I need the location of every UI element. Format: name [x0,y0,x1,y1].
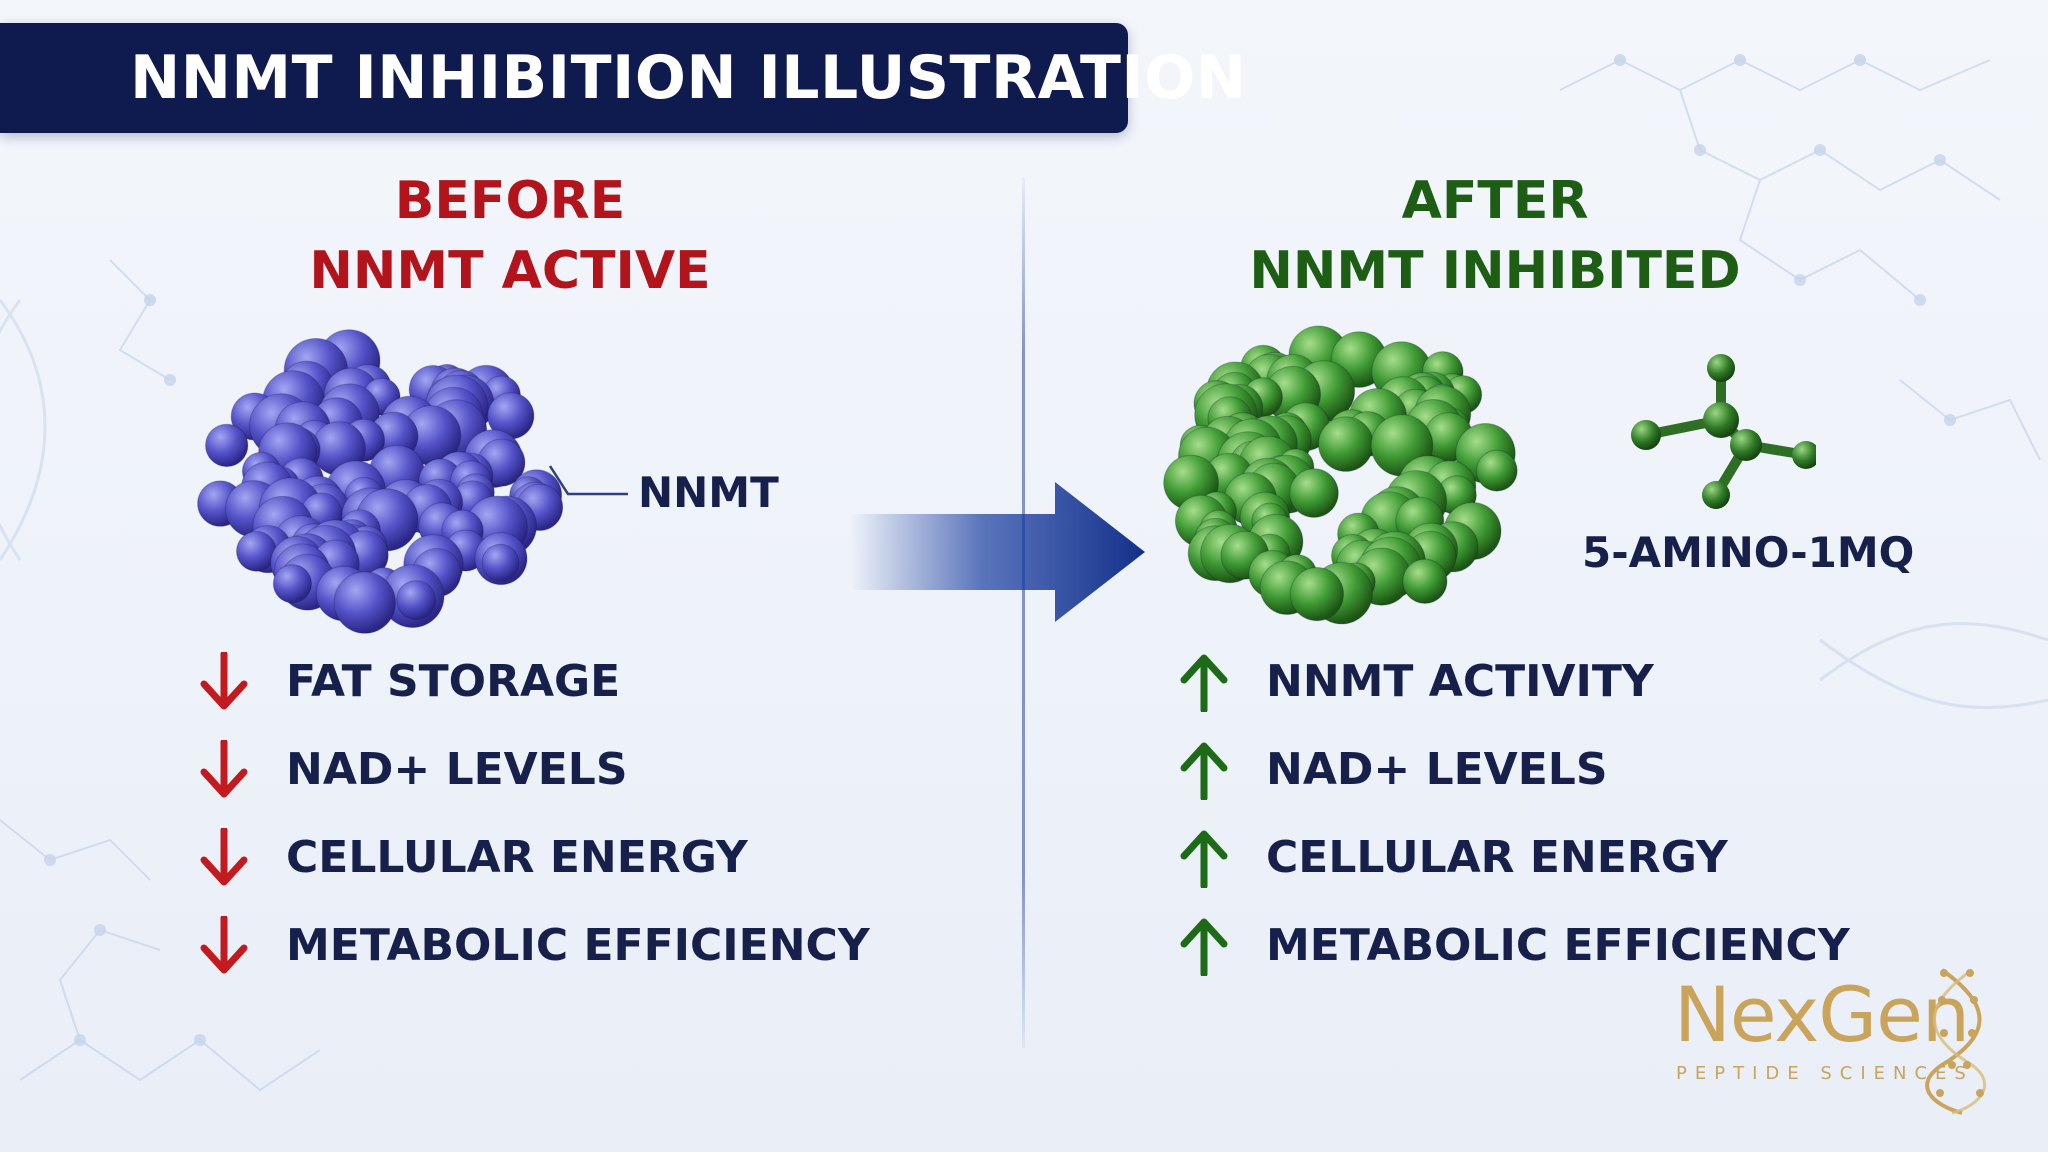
nexgen-logo: NexGen PEPTIDE SCIENCES [1660,965,2020,1125]
dna-helix-icon [1925,968,1986,1115]
list-item-label: NNMT ACTIVITY [1266,656,1654,707]
arrow-down-icon [200,828,248,886]
list-item-label: NAD+ LEVELS [1266,744,1608,795]
protein-sphere [396,580,437,621]
inhibitor-molecule-icon [1631,354,1816,509]
protein-sphere [481,543,520,582]
before-heading: BEFORE NNMT ACTIVE [260,166,760,306]
list-item-label: METABOLIC EFFICIENCY [286,920,870,971]
page-title: NNMT INHIBITION ILLUSTRATION [130,43,1247,113]
list-item-label: NAD+ LEVELS [286,744,628,795]
center-divider [1022,178,1025,1048]
logo-name: NexGen [1674,970,1970,1059]
protein-sphere [333,571,397,634]
after-heading: AFTER NNMT INHIBITED [1245,166,1745,306]
arrow-down-icon [200,740,248,798]
nnmt-callout-line [548,465,628,496]
logo-tagline: PEPTIDE SCIENCES [1676,1063,1974,1084]
nnmt-label: NNMT [638,468,779,517]
nnmt-active-protein-image [197,329,564,634]
arrow-up-icon [1180,918,1228,976]
arrow-down-icon [200,652,248,710]
arrow-down-icon [200,916,248,974]
protein-sphere [1318,416,1374,472]
protein-sphere [1289,468,1339,518]
after-heading-line1: AFTER [1401,171,1589,231]
transition-arrow-icon [850,482,1145,622]
before-heading-line2: NNMT ACTIVE [309,241,711,301]
protein-sphere [1289,567,1344,622]
arrow-up-icon [1180,830,1228,888]
nnmt-inhibited-protein-image [1163,325,1518,625]
list-item-label: CELLULAR ENERGY [286,832,748,883]
protein-sphere [272,564,313,604]
after-heading-line2: NNMT INHIBITED [1249,241,1741,301]
list-item-label: METABOLIC EFFICIENCY [1266,920,1850,971]
list-item-label: FAT STORAGE [286,656,621,707]
before-heading-line1: BEFORE [394,171,626,231]
title-banner: NNMT INHIBITION ILLUSTRATION [0,23,1246,133]
protein-sphere [1475,449,1518,492]
inhibitor-label: 5-AMINO-1MQ [1582,528,1915,577]
protein-sphere [1402,558,1448,604]
list-item-label: CELLULAR ENERGY [1266,832,1728,883]
arrow-up-icon [1180,742,1228,800]
arrow-up-icon [1180,654,1228,712]
protein-sphere [205,423,249,468]
